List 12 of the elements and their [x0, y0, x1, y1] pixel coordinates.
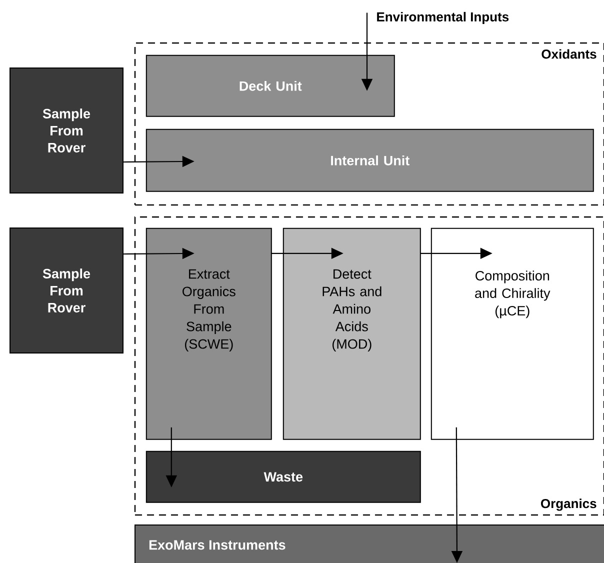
input-label: Environmental Inputs [377, 12, 509, 24]
instruments-bar: ExoMars Instruments [134, 524, 604, 563]
group-label: Organics [539, 498, 598, 512]
group-label: Oxidants [540, 48, 598, 60]
sample-box: Sample From Rover [10, 228, 124, 354]
sample-box: Waste [146, 450, 421, 503]
process-box: Extract Organics From Sample (SCWE) [146, 228, 272, 440]
unit-box: Internal Unit [146, 128, 594, 192]
process-box: Detect PAHs and Amino Acids (MOD) [282, 228, 421, 440]
sample-box: Sample From Rover [10, 68, 124, 194]
process-box: Composition and Chirality (µCE) [430, 228, 594, 440]
unit-box: Deck Unit [146, 54, 395, 117]
